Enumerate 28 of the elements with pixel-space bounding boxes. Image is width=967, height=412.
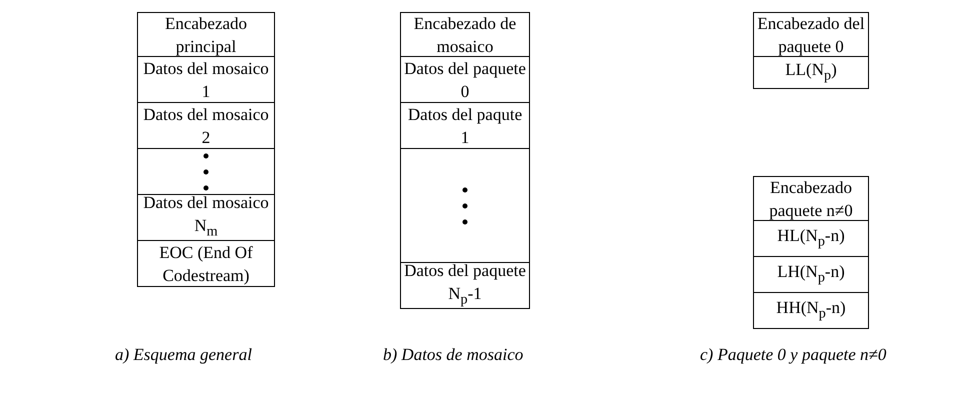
table-cell: [753, 220, 869, 257]
cell-text: Encabezado del paquete 0: [756, 12, 866, 58]
table-cell: [137, 240, 275, 287]
ellipsis-cell: [137, 148, 275, 195]
table-cell: [400, 12, 530, 57]
table-cell: [137, 12, 275, 57]
cell-text: HL(N$_{p}$-n): [776, 224, 846, 252]
cell-text: Datos del paquete 0: [403, 58, 527, 102]
cell-text: Datos del mosaico 2: [142, 104, 270, 148]
table-cell: [753, 292, 869, 329]
table-cell: [753, 256, 869, 293]
cell-text: Datos del paquete N$_{p}$-1: [403, 260, 527, 310]
cell-text: Datos del paqute 1: [406, 104, 524, 148]
table-cell: [753, 176, 869, 221]
cell-text: Encabezado paquete n≠0: [768, 176, 854, 222]
cell-text: Datos del mosaico 1: [142, 58, 270, 102]
caption: c) Paquete 0 y paquete n≠0: [700, 345, 886, 365]
caption: b) Datos de mosaico: [383, 345, 524, 365]
cell-text: LL(N$_{p}$): [784, 58, 838, 86]
cell-text: LH(N$_{p}$-n): [776, 260, 846, 288]
table-cell: [753, 56, 869, 89]
cell-text: HH(N$_{p}$-n): [775, 296, 847, 324]
cell-text: Encabezado de mosaico: [412, 12, 518, 58]
ellipsis-cell: [400, 148, 530, 263]
cell-text: Encabezado principal: [164, 12, 248, 58]
cell-text: Datos del mosaico N$_{m}$: [142, 192, 270, 242]
caption: a) Esquema general: [115, 345, 252, 365]
cell-text: EOC (End Of Codestream): [158, 242, 254, 286]
